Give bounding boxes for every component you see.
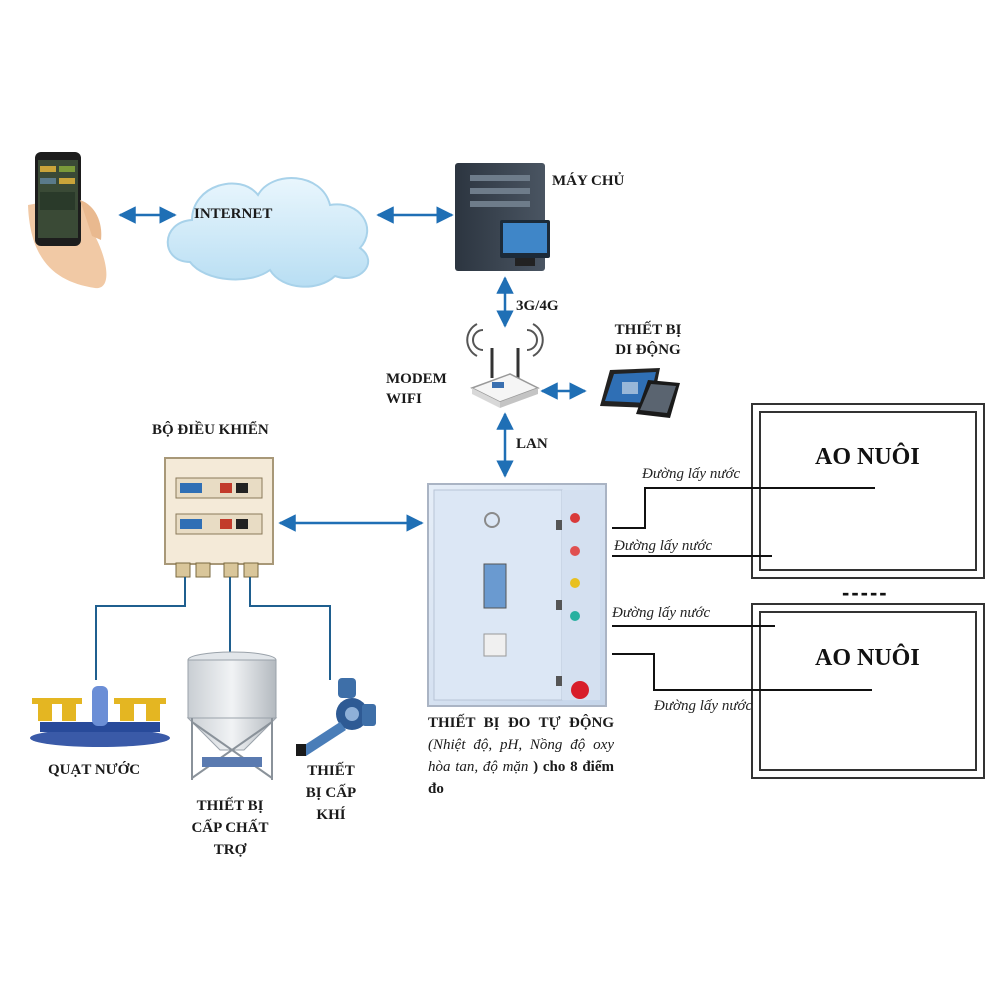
pipe-label-4: Đường lấy nước	[654, 698, 753, 714]
air-supply-label-line1: THIẾT	[307, 763, 355, 779]
feeder-label-line1: THIẾT BỊ	[196, 798, 264, 814]
link-3g4g-label: 3G/4G	[516, 298, 559, 314]
pipe-label-3: Đường lấy nước	[612, 605, 711, 621]
feeder-silo-icon	[186, 651, 278, 780]
measuring-device-params: (Nhiệt độ, pH, Nồng độ oxy hòa tan, độ m…	[428, 737, 614, 775]
paddle-wheel-aerator-icon	[30, 686, 170, 747]
mobile-devices-label-line1: THIẾT BỊ	[614, 322, 682, 338]
feeder-label-line3: TRỢ	[213, 842, 247, 858]
internet-cloud-icon	[166, 177, 370, 288]
controller-cables	[95, 577, 331, 680]
pond-separator: -----	[842, 580, 889, 605]
measuring-device-description: THIẾT BỊ ĐO TỰ ĐỘNG (Nhiệt độ, pH, Nồng …	[428, 712, 614, 800]
modem-label-line1: MODEM	[386, 371, 447, 387]
measuring-device-suffix: ) cho 8 điểm đo	[428, 759, 615, 797]
pond-1-title: AO NUÔI	[815, 444, 920, 470]
mobile-devices-label: THIẾT BỊ DI ĐỘNG	[600, 320, 696, 360]
controller-label: BỘ ĐIỀU KHIỂN	[152, 422, 269, 438]
measuring-cabinet-icon	[427, 483, 607, 707]
pond-1	[751, 403, 985, 579]
smartphone-in-hand-icon	[28, 152, 107, 289]
mobile-devices-icon	[600, 368, 680, 418]
modem-label-line2: WIFI	[386, 391, 422, 407]
measuring-device-title: THIẾT BỊ ĐO TỰ ĐỘNG	[428, 715, 614, 731]
modem-wifi-icon	[466, 323, 544, 408]
feeder-label: THIẾT BỊ CẤP CHẤT TRỢ	[180, 795, 280, 861]
pipe-label-2: Đường lấy nước	[614, 538, 713, 554]
modem-label: MODEM WIFI	[386, 369, 447, 409]
air-supply-label: THIẾT BỊ CẤP KHÍ	[296, 760, 366, 826]
pond-2-title: AO NUÔI	[815, 645, 920, 671]
server-icon	[455, 163, 550, 271]
server-label: MÁY CHỦ	[552, 173, 625, 189]
fan-label: QUẠT NƯỚC	[48, 762, 141, 778]
water-intake-pipes	[612, 487, 875, 691]
pipe-label-1: Đường lấy nước	[642, 466, 741, 482]
air-blower-icon	[296, 678, 376, 756]
connection-arrows	[118, 206, 587, 532]
controller-box-icon	[164, 457, 274, 578]
link-lan-label: LAN	[516, 436, 548, 452]
feeder-label-line2: CẤP CHẤT	[191, 820, 269, 836]
mobile-devices-label-line2: DI ĐỘNG	[615, 342, 681, 358]
air-supply-label-line2: BỊ CẤP	[305, 785, 357, 801]
air-supply-label-line3: KHÍ	[316, 807, 346, 823]
internet-label: INTERNET	[194, 206, 273, 222]
